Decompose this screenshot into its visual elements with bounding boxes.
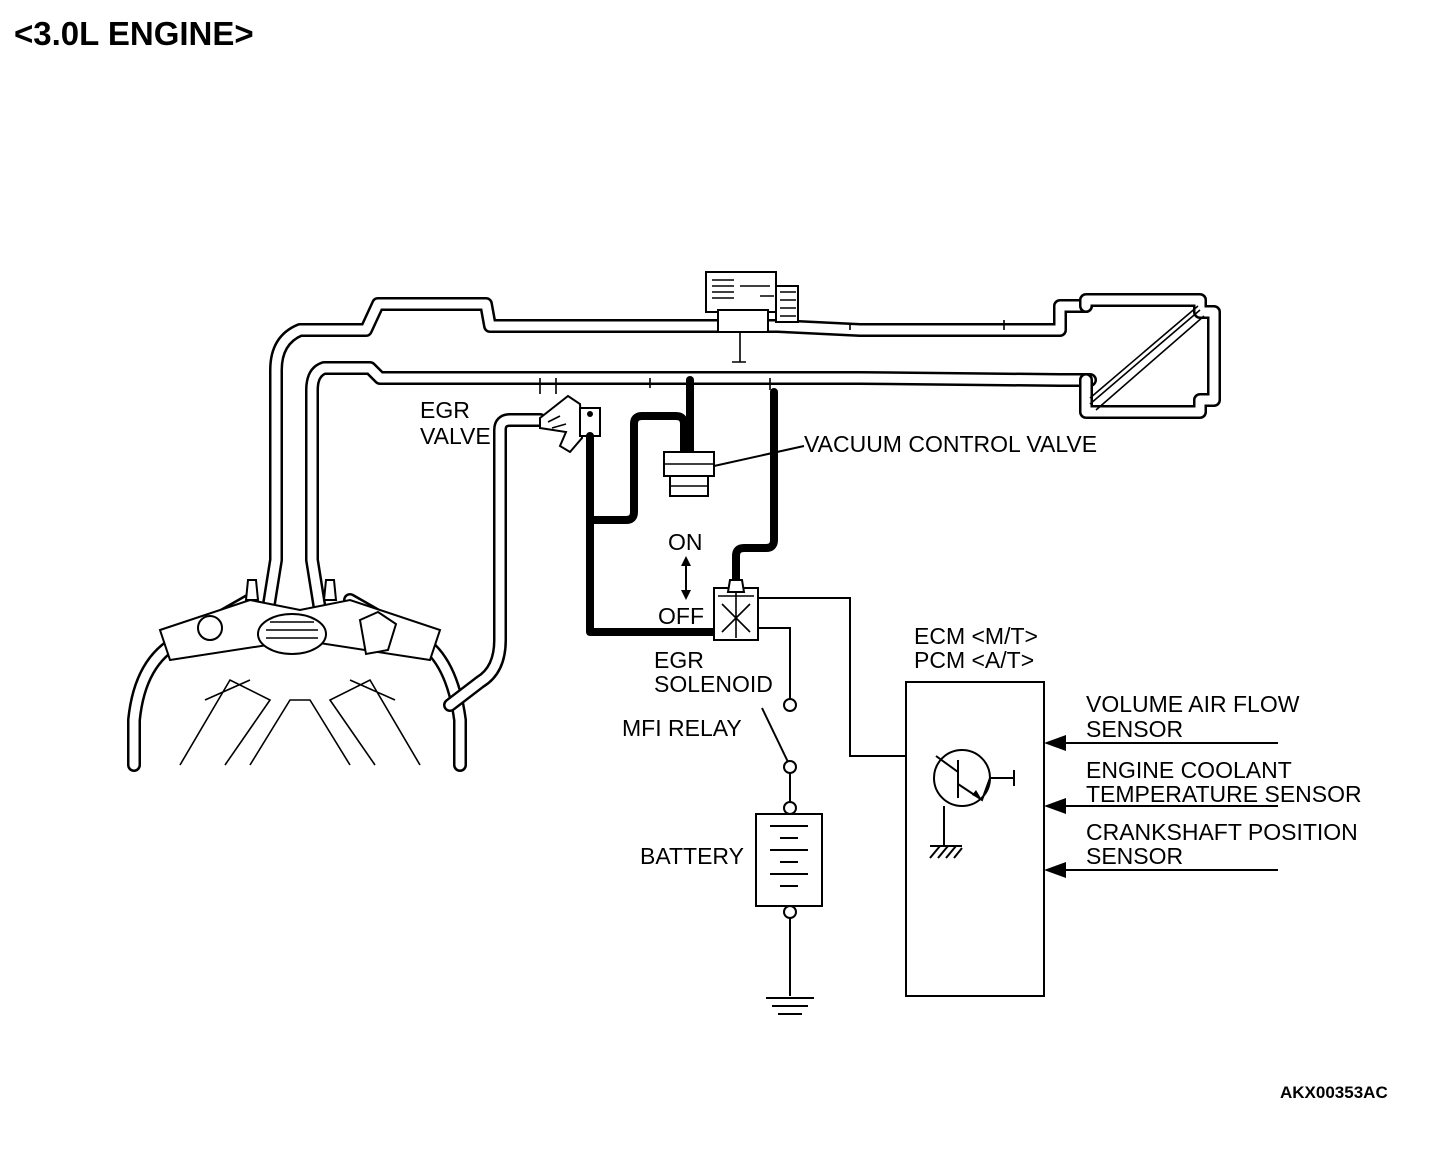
engine-block xyxy=(127,579,467,772)
egr-valve-label-line2: VALVE xyxy=(420,423,491,449)
volume-air-flow-sensor-label-line2: SENSOR xyxy=(1086,716,1183,742)
intake-plenum xyxy=(257,613,327,655)
vacuum-control-valve-label: VACUUM CONTROL VALVE xyxy=(804,431,1097,457)
idle-control-housing xyxy=(705,271,799,363)
ecm-pcm-unit xyxy=(905,681,1045,997)
on-off-arrow xyxy=(681,556,691,600)
battery-symbol xyxy=(755,813,823,907)
off-label: OFF xyxy=(658,603,704,629)
egr-pipe xyxy=(443,413,547,712)
spark-plug-right xyxy=(322,579,338,601)
egr-solenoid-label-line1: EGR xyxy=(654,647,704,673)
driver-transistor xyxy=(933,749,991,807)
volume-air-flow-sensor-label-line1: VOLUME AIR FLOW xyxy=(1086,691,1300,717)
throttle-plate xyxy=(1089,305,1205,411)
egr-valve-label-line1: EGR xyxy=(420,397,470,423)
engine-coolant-temperature-sensor-label-line2: TEMPERATURE SENSOR xyxy=(1086,781,1362,807)
pcm-label: PCM <A/T> xyxy=(914,647,1034,673)
mfi-relay-label: MFI RELAY xyxy=(622,715,742,741)
spark-plug-left xyxy=(244,579,260,601)
egr-valve xyxy=(539,394,601,454)
engine-coolant-temperature-sensor-label-line1: ENGINE COOLANT xyxy=(1086,757,1292,783)
left-cam-sprocket xyxy=(197,615,223,641)
egr-solenoid xyxy=(713,579,759,641)
vacuum-control-valve xyxy=(663,445,805,497)
on-label: ON xyxy=(668,529,703,555)
battery-label: BATTERY xyxy=(640,843,744,869)
crankshaft-position-sensor-label-line1: CRANKSHAFT POSITION xyxy=(1086,819,1358,845)
wiring xyxy=(755,597,936,1015)
egr-solenoid-label-line2: SOLENOID xyxy=(654,671,773,697)
crankshaft-position-sensor-label-line2: SENSOR xyxy=(1086,843,1183,869)
ground-symbol xyxy=(766,997,814,1015)
right-cam-sprocket xyxy=(358,610,398,656)
ecm-label: ECM <M/T> xyxy=(914,623,1038,649)
figure-code: AKX00353AC xyxy=(1280,1083,1388,1102)
diagram-title: <3.0L ENGINE> xyxy=(14,15,254,52)
sensor-inputs xyxy=(1044,735,1278,878)
vacuum-hoses xyxy=(586,376,778,636)
